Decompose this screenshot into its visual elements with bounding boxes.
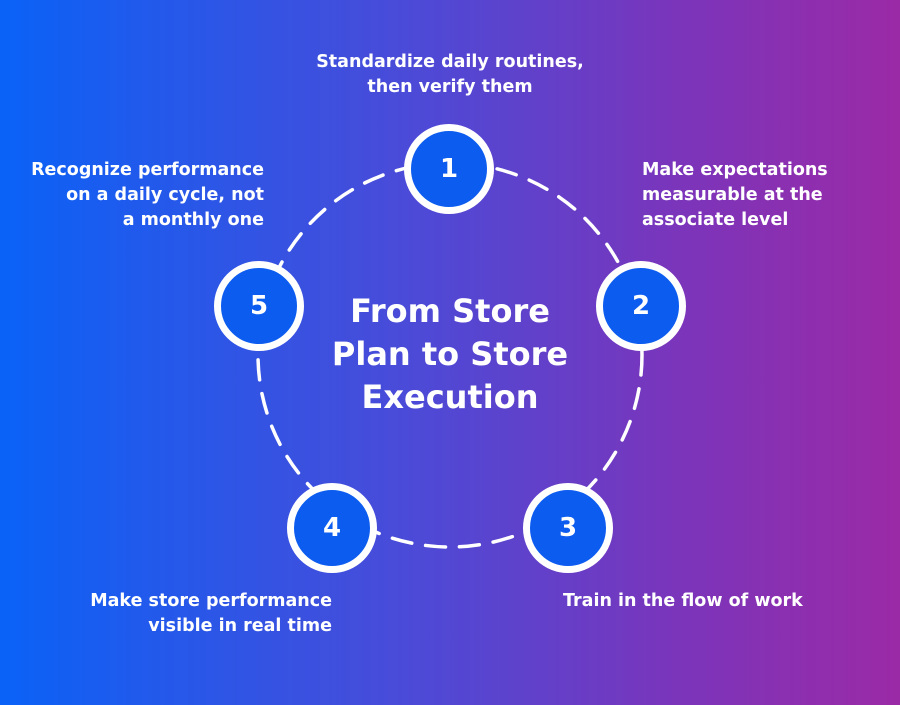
step-4-number: 4 xyxy=(322,513,342,543)
step-3-number: 3 xyxy=(558,513,578,543)
step-4-label-line-1: Make store performance xyxy=(90,591,332,611)
step-5-label-line-2: on a daily cycle, not xyxy=(66,185,264,205)
step-2-node: 2 xyxy=(596,261,686,351)
step-3-label-line-1: Train in the flow of work xyxy=(563,591,803,611)
center-title: From Store Plan to Store Execution xyxy=(300,290,600,419)
step-5-node: 5 xyxy=(214,261,304,351)
step-4-label-line-2: visible in real time xyxy=(148,616,332,636)
center-title-line-1: From Store xyxy=(350,292,550,330)
step-5-number: 5 xyxy=(249,291,269,321)
step-3-label: Train in the flow of work xyxy=(563,589,803,614)
step-3-node: 3 xyxy=(523,483,613,573)
step-2-number: 2 xyxy=(631,291,651,321)
step-1-label-line-2: then verify them xyxy=(367,77,533,97)
step-1-node: 1 xyxy=(404,124,494,214)
step-5-label: Recognize performance on a daily cycle, … xyxy=(20,158,264,233)
step-5-label-line-3: a monthly one xyxy=(122,210,264,230)
center-title-line-3: Execution xyxy=(361,378,539,416)
center-title-line-2: Plan to Store xyxy=(331,335,569,373)
step-1-label-line-1: Standardize daily routines, xyxy=(316,52,584,72)
step-2-label: Make expectations measurable at the asso… xyxy=(642,158,828,233)
step-4-label: Make store performance visible in real t… xyxy=(60,589,332,639)
step-2-label-line-1: Make expectations xyxy=(642,160,828,180)
step-4-node: 4 xyxy=(287,483,377,573)
step-2-label-line-3: associate level xyxy=(642,210,789,230)
step-2-label-line-2: measurable at the xyxy=(642,185,823,205)
step-1-label: Standardize daily routines, then verify … xyxy=(300,50,600,100)
step-5-label-line-1: Recognize performance xyxy=(31,160,264,180)
step-1-number: 1 xyxy=(439,154,459,184)
